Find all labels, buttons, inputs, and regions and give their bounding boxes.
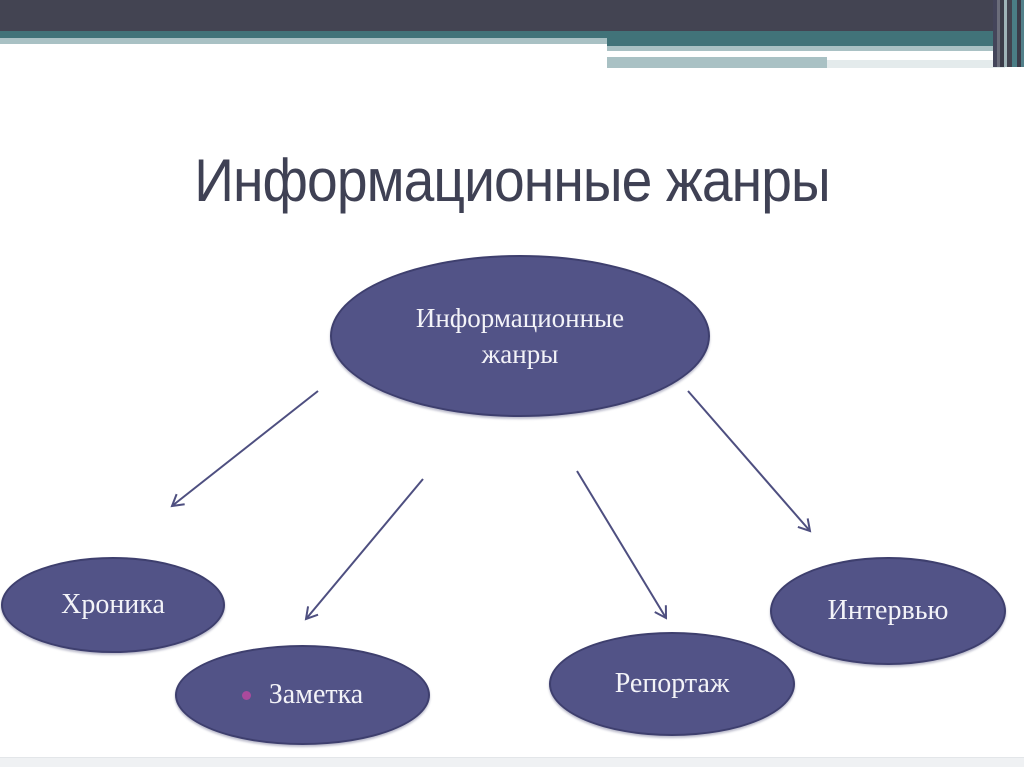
dot-bullet-icon xyxy=(241,690,251,700)
node-khronika: Хроника xyxy=(1,557,225,653)
header-band-faint xyxy=(827,60,1005,68)
node-label: Интервью xyxy=(827,595,949,626)
node-label: Информационные жанры xyxy=(415,302,625,369)
corner-stripe xyxy=(1007,0,1012,67)
header-bar-dark xyxy=(0,0,1024,31)
corner-stripe xyxy=(997,0,1000,67)
header-strip-light-left xyxy=(0,38,607,44)
corner-stripe xyxy=(1000,0,1004,67)
arrow-to-intervyu xyxy=(687,390,812,533)
arrow-to-khronika xyxy=(170,390,319,508)
slide-title: Информационные жанры xyxy=(194,147,830,214)
node-label: Хроника xyxy=(61,589,165,620)
corner-stripe xyxy=(1004,0,1007,67)
corner-stripe xyxy=(1021,0,1024,67)
arrow-to-zametka xyxy=(304,478,424,621)
header-bar-teal-right xyxy=(607,38,1024,46)
corner-stripe xyxy=(993,0,997,67)
corner-stripe xyxy=(1012,0,1017,67)
node-label: Репортаж xyxy=(614,668,730,699)
corner-stripe xyxy=(1017,0,1021,67)
header-band-light xyxy=(607,57,827,68)
node-zametka: Заметка xyxy=(175,645,430,745)
node-informacionnye-zhanry: Информационные жанры xyxy=(330,255,710,417)
node-intervyu: Интервью xyxy=(770,557,1006,665)
footer-strip xyxy=(0,757,1024,767)
corner-stripes-decoration xyxy=(993,0,1024,67)
header-bar-teal xyxy=(0,31,1024,38)
node-label: Заметка xyxy=(268,679,364,710)
header-strip-light-right xyxy=(607,46,1024,51)
node-reportazh: Репортаж xyxy=(549,632,795,736)
arrow-to-reportazh xyxy=(576,470,668,620)
